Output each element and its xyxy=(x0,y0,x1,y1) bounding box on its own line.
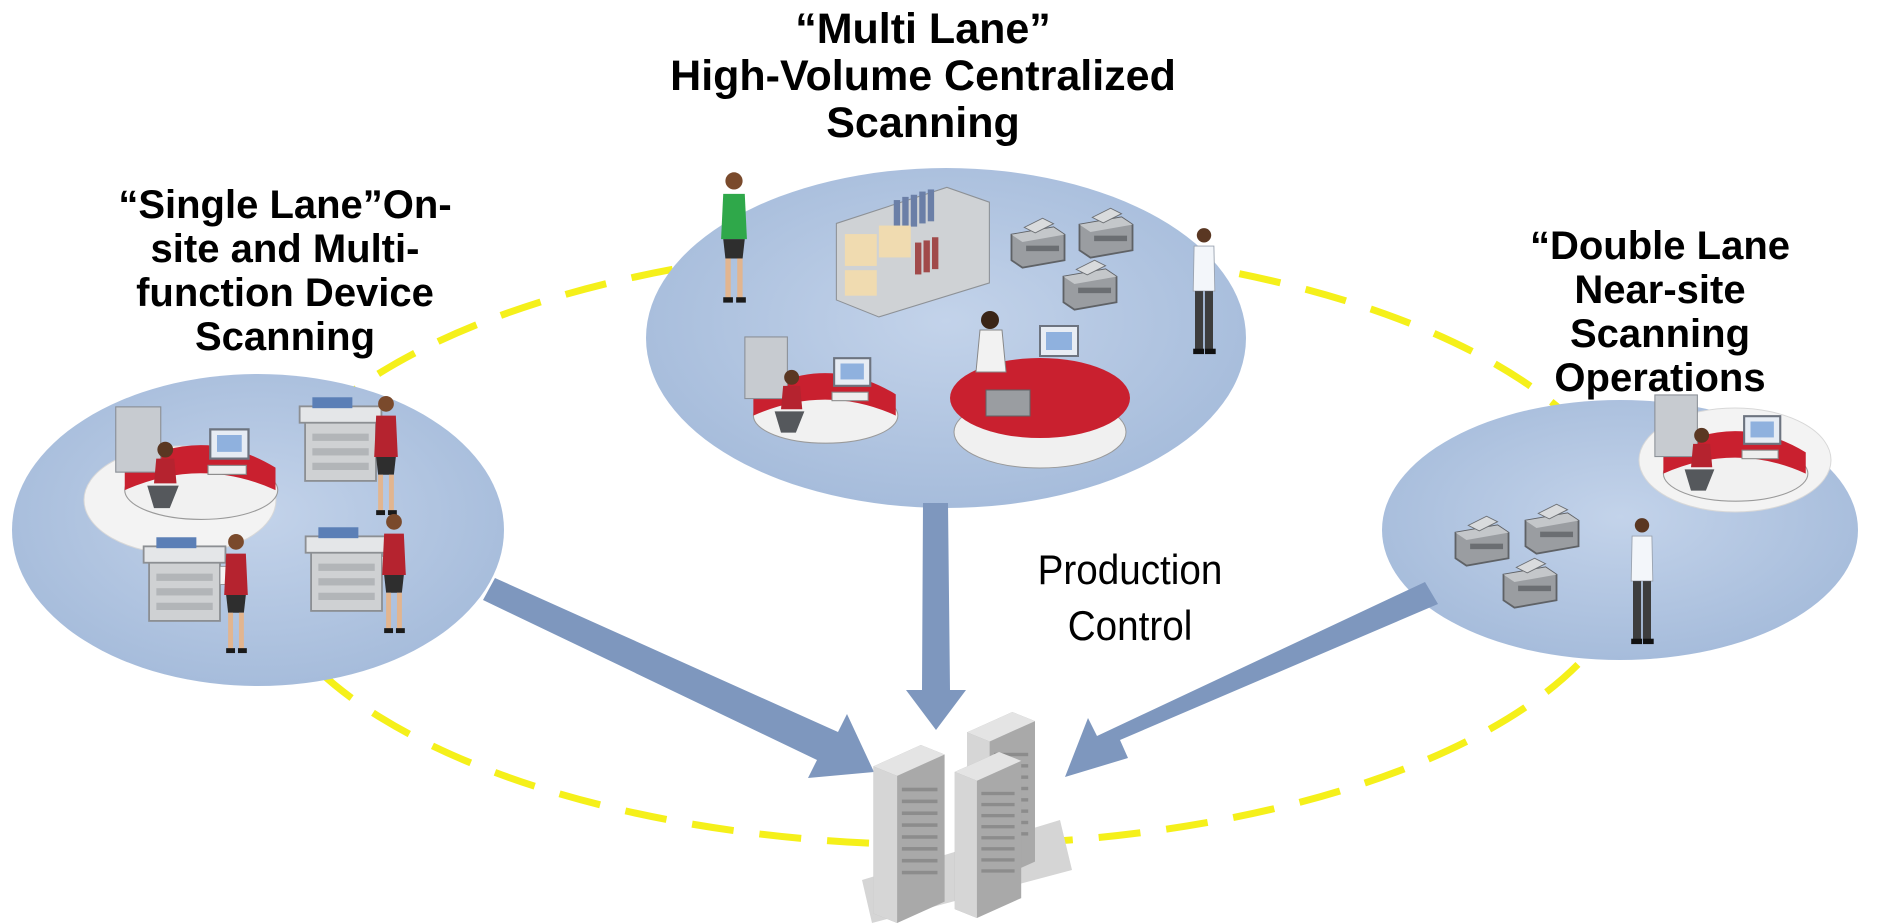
production-control-label: Production Control xyxy=(992,542,1268,654)
multi-lane-title: “Multi Lane” High-Volume Centralized Sca… xyxy=(600,6,1246,147)
multi-lane-title-line: Scanning xyxy=(826,99,1020,147)
double-lane-title-line: Operations xyxy=(1554,356,1766,400)
server-cluster-icon xyxy=(862,712,1072,923)
arrow-icon xyxy=(1065,582,1438,777)
arrow-icon xyxy=(906,503,966,730)
multifunction-printer-icon xyxy=(304,526,396,612)
operator-workstation-icon xyxy=(950,311,1130,469)
multifunction-printer-icon xyxy=(142,536,234,622)
double-lane-title-line: Scanning xyxy=(1569,312,1751,356)
single-lane-title: “Single Lane”On- site and Multi- functio… xyxy=(40,183,530,359)
multi-lane-site xyxy=(721,172,1217,469)
single-lane-site xyxy=(83,395,406,654)
double-lane-site xyxy=(1454,393,1832,645)
single-lane-title-line: site and Multi- xyxy=(150,227,420,271)
multi-lane-title-line: High-Volume Centralized xyxy=(670,52,1176,100)
double-lane-title: “Double Lane Near-site Scanning Operatio… xyxy=(1455,224,1865,400)
single-lane-title-line: “Single Lane”On- xyxy=(118,183,452,227)
single-lane-title-line: Scanning xyxy=(194,315,376,359)
arrow-icon xyxy=(483,578,874,778)
production-control-line: Production xyxy=(1037,546,1223,593)
production-control-line: Control xyxy=(1067,602,1193,649)
double-lane-title-line: Near-site xyxy=(1574,268,1746,312)
double-lane-title-line: “Double Lane xyxy=(1529,224,1791,268)
single-lane-title-line: function Device xyxy=(136,271,434,315)
multi-lane-title-line: “Multi Lane” xyxy=(795,5,1051,53)
